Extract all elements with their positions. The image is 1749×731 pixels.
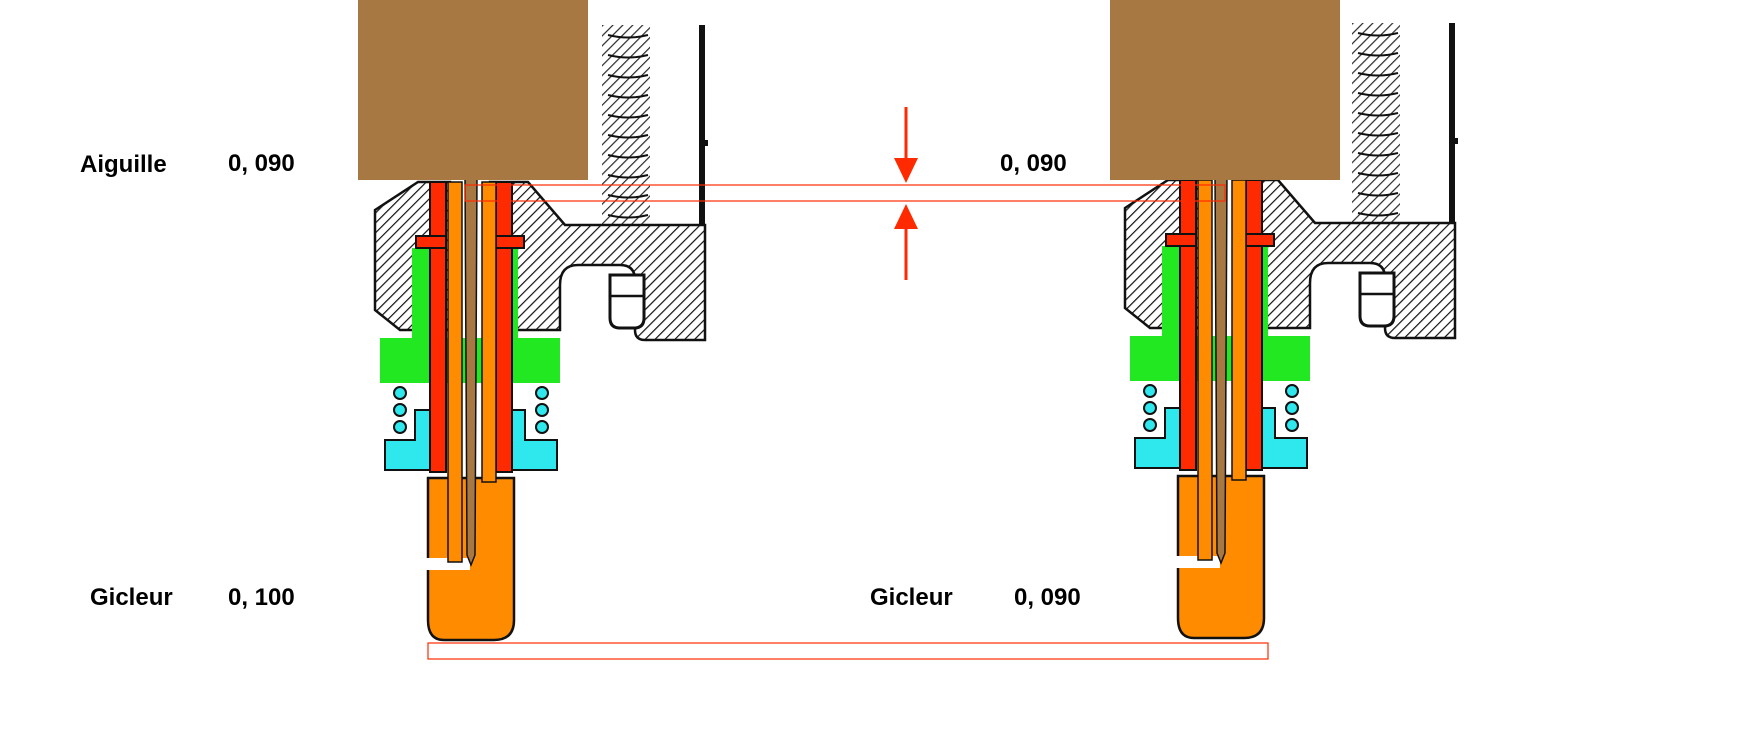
left-jet-label: Gicleur [90, 584, 173, 611]
jet-level-guide-line [427, 642, 1269, 660]
left-needle-value: 0, 090 [228, 150, 295, 177]
left-jet-value: 0, 100 [228, 584, 295, 611]
right-jet-label: Gicleur [870, 584, 953, 611]
right-jet-value: 0, 090 [1014, 584, 1081, 611]
arrow-up-icon [894, 204, 918, 280]
right-carburetor-assembly [1110, 0, 1460, 640]
left-needle-label: Aiguille [80, 151, 167, 178]
right-needle-holder [1110, 0, 1340, 180]
left-carburetor-assembly [358, 0, 710, 642]
needle-level-guide-line [464, 184, 1226, 202]
arrow-down-icon [894, 107, 918, 183]
right-needle-value: 0, 090 [1000, 150, 1067, 177]
left-needle-holder [358, 0, 588, 180]
